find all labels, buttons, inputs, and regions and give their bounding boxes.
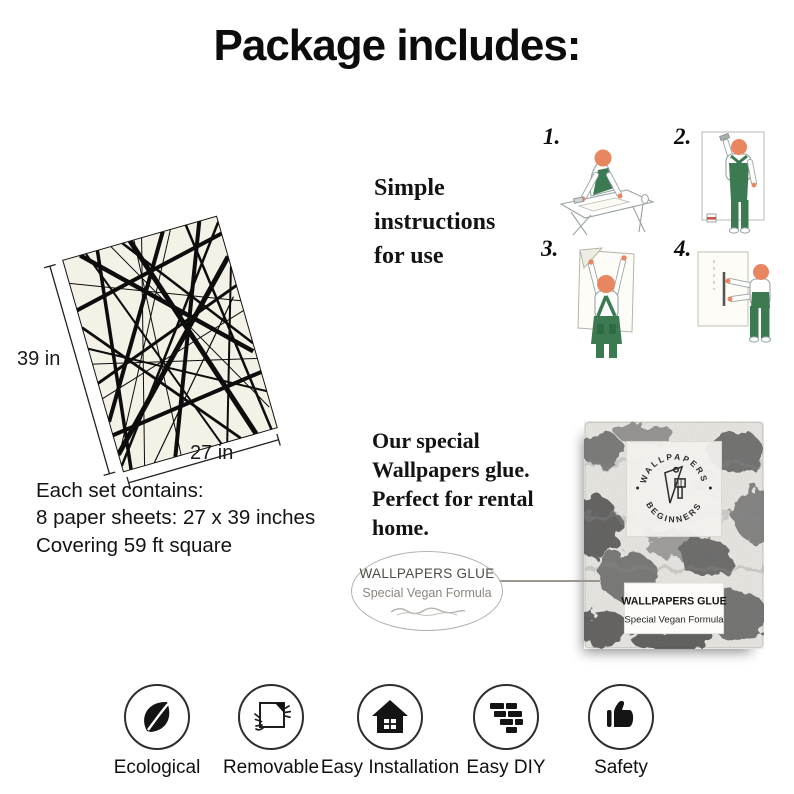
step-number: 1. [543,124,561,149]
glue-description: Our special Wallpapers glue. Perfect for… [372,426,534,542]
bricks-icon [490,703,523,733]
glue-description-line: Wallpapers glue. [372,457,530,483]
feature-circle [473,684,539,750]
glue-package-graphic: WALLPAPERS BEGINNERS WALLPAPERS GLUE [571,421,775,653]
leaf-icon [144,701,170,732]
glue-description-line: Perfect for rental [372,486,534,512]
feature-circle [357,684,423,750]
feature-ecological: Ecological [72,684,242,779]
glue-callout-badge: WALLPAPERS GLUE Special Vegan Formula [351,551,503,631]
page-title: Package includes: [213,21,582,70]
instructions-heading-line: for use [374,243,444,270]
feature-label: Safety [594,757,648,778]
brand-label: WALLPAPERS BEGINNERS [625,440,723,538]
feature-circle [588,684,654,750]
step-number: 4. [674,236,692,261]
feature-label: Ecological [113,757,201,778]
sheet-width-label: 27 in [190,442,234,464]
brush-logo-icon [664,465,686,504]
set-contents-line: Each set contains: [36,479,204,502]
feature-label: Easy DIY [466,757,546,778]
svg-text:Special Vegan Formula: Special Vegan Formula [624,614,724,625]
step-4-illustration [697,251,772,343]
instructions-heading: Simple instructions for use [374,171,495,273]
instruction-step-4: 4. [672,232,794,352]
step-1-illustration [559,149,655,236]
feature-circle [238,684,304,750]
feature-label: Removable [222,757,320,778]
callout-connector-line [470,580,600,582]
step-2-illustration [701,131,765,234]
product-label: WALLPAPERS GLUE Special Vegan Formula [621,582,727,635]
set-contents-line: 8 paper sheets: 27 x 39 inches [36,506,316,530]
instruction-step-1: 1. [535,120,670,236]
instructions-heading-line: Simple [374,175,445,201]
peel-off-icon [254,702,291,731]
feature-label: Easy Installation [320,757,460,778]
set-contents-text: Each set contains: 8 paper sheets: 27 x … [36,477,315,559]
glue-description-line: Our special [372,428,480,453]
instruction-step-2: 2. [672,120,792,238]
sheet-height-label: 39 in [17,348,61,370]
step-number: 3. [541,236,559,261]
step-3-illustration [577,247,635,358]
svg-text:WALLPAPERS GLUE: WALLPAPERS GLUE [621,595,726,607]
callout-title: WALLPAPERS GLUE [359,566,495,581]
instruction-step-3: 3. [535,232,670,367]
feature-easy-diy: Easy DIY [421,684,591,779]
wallpaper-sheet-graphic [43,215,281,489]
feature-easy-installation: Easy Installation [305,684,475,779]
instructions-heading-line: instructions [374,209,496,236]
step-number: 2. [674,124,692,149]
set-contents-line: Covering 59 ft square [36,533,233,557]
glue-package: WALLPAPERS BEGINNERS WALLPAPERS GLUE [571,421,775,653]
thumbs-up-icon [607,700,634,727]
callout-subtitle: Special Vegan Formula [362,586,492,600]
callout-texture [390,607,466,616]
feature-removable: Removable [186,684,356,779]
glue-description-line: home. [372,515,429,541]
feature-safety: Safety [536,684,706,779]
house-icon [372,700,408,733]
feature-circle [124,684,190,750]
dimension-lines [43,263,281,489]
